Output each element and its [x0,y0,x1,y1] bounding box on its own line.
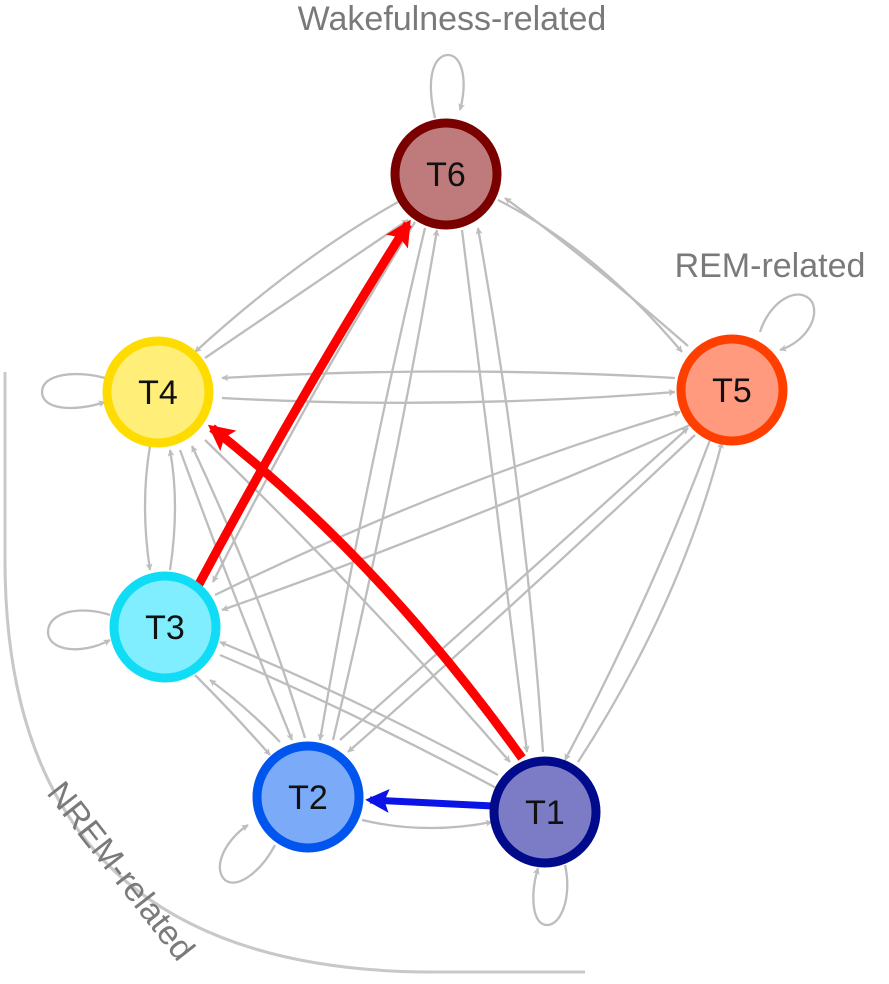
edge-t6-t1 [460,229,530,753]
nrem-bracket [3,372,585,974]
node-t6[interactable]: T6 [390,118,502,230]
wakefulness-label: Wakefulness-related [298,0,607,38]
self-loop-t5 [758,293,816,352]
highlight-edge-t3-t6 [194,219,412,589]
highlight-edge-t1-t2 [365,788,494,813]
highlight-edge-t1-t4 [207,424,526,761]
node-t3-label: T3 [145,609,185,647]
self-loop-t6 [429,53,466,119]
node-t2-label: T2 [288,779,328,817]
edge-t6-t5 [497,198,683,353]
self-loop-t2 [218,824,277,884]
edge-t2-t1 [361,818,493,830]
node-t5[interactable]: T5 [676,334,788,446]
node-t5-circle [676,334,788,446]
edge-t2-t3 [209,679,281,743]
nrem-label: NREM-related [39,775,202,968]
node-t5-label: T5 [712,372,752,410]
edge-t3-t1 [219,653,501,792]
edge-t2-t6 [331,229,440,741]
rem-label: REM-related [675,247,866,285]
edge-t4-t2 [178,449,294,741]
edge-t1-t3 [219,640,499,777]
node-t2[interactable]: T2 [252,741,364,853]
edge-t3-t2 [194,674,271,756]
self-loop-t1 [532,864,569,927]
node-t3-circle [109,571,221,683]
edge-t4-t5 [221,389,676,404]
gray-transition-edges [40,53,816,927]
node-t2-circle [252,741,364,853]
node-t1-circle [489,756,601,868]
self-loop-t4 [40,372,106,410]
node-t3[interactable]: T3 [109,571,221,683]
edge-t6-t4 [194,200,399,353]
edge-t1-t6 [475,227,545,753]
node-t1-label: T1 [525,794,565,832]
edge-t5-t4 [221,370,676,382]
self-loop-t3 [46,609,111,651]
edge-t3-t4 [167,449,177,571]
edge-t5-t6 [504,197,689,347]
edge-t3-t5 [214,410,681,597]
node-t4[interactable]: T4 [102,336,214,448]
node-t1[interactable]: T1 [489,756,601,868]
edge-t5-t3 [221,423,691,612]
edge-t4-t6 [204,219,409,359]
edge-t4-t3 [143,445,153,571]
node-t4-circle [102,336,214,448]
edge-t5-t2 [347,434,696,753]
edge-t2-t4 [190,445,307,739]
node-t6-circle [390,118,502,230]
edge-t5-t1 [563,439,712,761]
node-t6-label: T6 [426,156,466,194]
node-t4-label: T4 [138,374,178,412]
edge-t2-t5 [339,427,689,741]
edge-t1-t5 [577,441,724,763]
edge-t6-t2 [317,227,427,741]
